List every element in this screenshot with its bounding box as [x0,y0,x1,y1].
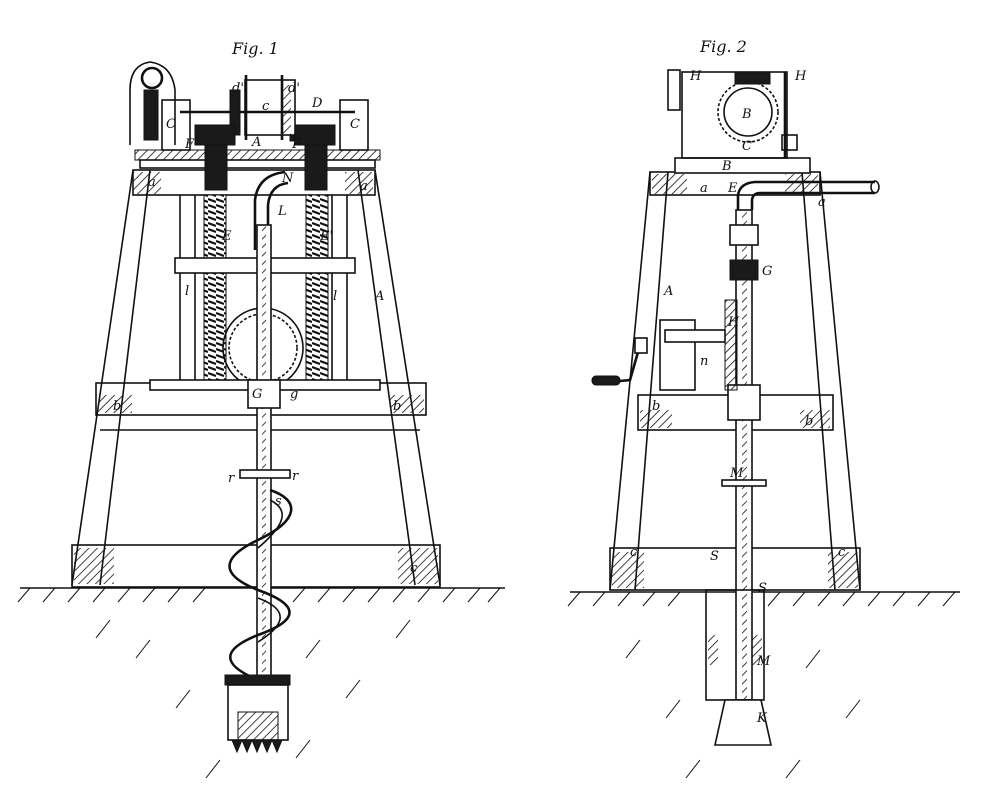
drill-shaft-2 [705,209,772,746]
part-label: b [805,414,813,429]
figure-2: Fig. 2 [567,37,960,779]
part-label: M [756,654,771,669]
part-label: C [742,139,752,154]
part-label: s [275,494,282,509]
part-label: D [311,96,323,111]
drill-bit [224,674,291,754]
part-label: c [410,561,418,576]
figure-2-title: Fig. 2 [699,37,747,56]
part-label: G [762,264,772,279]
winch-assembly [129,61,381,191]
part-label: c [262,99,270,114]
part-label: F [184,137,195,152]
part-label: B [721,159,732,174]
part-label: l [185,284,189,299]
part-label: H [689,69,702,84]
screw-springs [203,194,329,386]
part-label: N [281,171,294,186]
part-label: d' [232,81,244,96]
figure-2-labels: H H B C B a E a A G H n b b M c c S S M … [630,69,846,726]
part-label: b [113,399,121,414]
part-label: A [663,284,673,299]
part-label: l [333,289,337,304]
part-label: d' [288,81,300,96]
part-label: a [700,181,708,196]
part-label: M [729,466,744,481]
figure-1: Fig. 1 [17,39,505,779]
part-label: r [292,469,299,484]
part-label: a [148,175,156,190]
part-label: r [228,471,235,486]
part-label: F [291,137,302,152]
part-label: b [393,399,401,414]
part-label: L [277,204,287,219]
part-label: n [700,354,708,369]
crank-handle [591,299,738,391]
part-label: K [756,711,768,726]
auger-spiral [228,488,293,682]
part-label: a [818,195,826,210]
part-label: E' [319,229,333,244]
part-label: A [374,289,384,304]
part-label: c [838,545,846,560]
hose-pipe [253,170,286,250]
gearbox [667,69,811,174]
part-label: C [350,117,360,132]
figure-1-title: Fig. 1 [231,39,279,58]
part-label: H [794,69,807,84]
part-label: E [727,181,738,196]
part-label: g [290,387,298,402]
part-label: G [252,387,262,402]
part-label: H [727,315,740,330]
part-label: C [166,117,176,132]
part-label: A [251,135,261,150]
part-label: S [758,581,767,596]
part-label: b [652,399,660,414]
figure-1-labels: C C d' d' c D F F A a a N E E' L l l A G… [113,81,418,576]
ground-section-2 [567,591,960,779]
part-label: E [221,229,232,244]
part-label: B [741,107,752,122]
part-label: c [630,545,638,560]
water-pipe [736,180,880,210]
drill-shaft [239,224,291,686]
part-label: a [360,179,368,194]
part-label: S [710,549,719,564]
